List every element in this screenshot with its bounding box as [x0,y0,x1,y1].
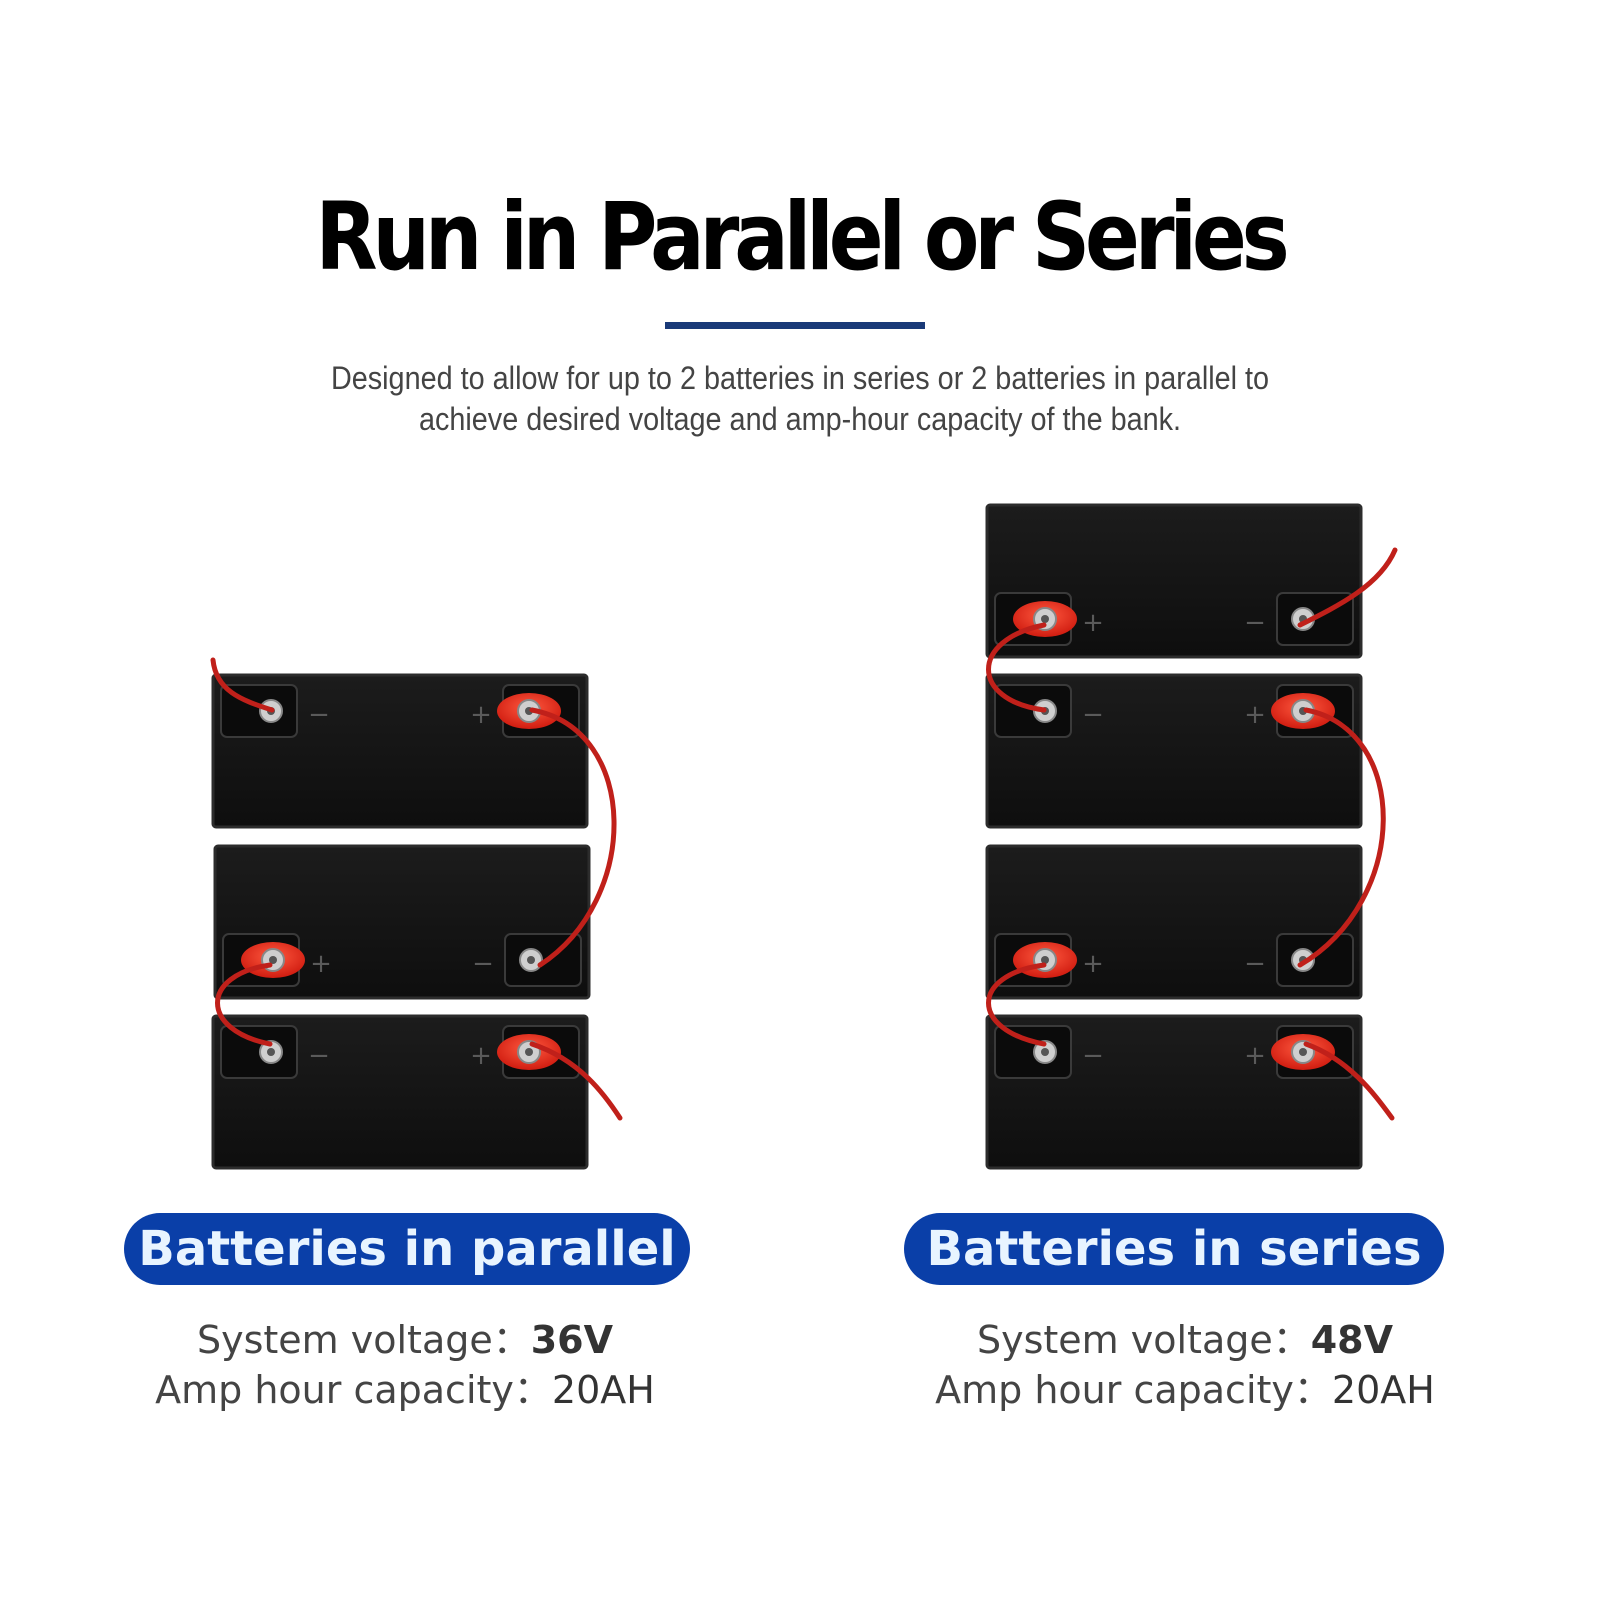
terminal-bolt-center [1041,1048,1049,1056]
terminal-bolt-center [527,956,535,964]
terminal-bolt-center [525,1048,533,1056]
minus-marker: − [1082,700,1104,730]
series-wire-left-loop-1 [986,622,1047,713]
minus-marker: − [1244,949,1266,979]
series-label-pill: Batteries in series [904,1213,1444,1285]
series-wire-lead [1297,547,1398,628]
series-capacity-value: 20AH [1331,1368,1435,1412]
terminal-bolt-center [269,956,277,964]
plus-marker: + [310,949,332,979]
parallel-capacity-row: Amp hour capacity：20AH [100,1365,710,1415]
series-voltage-value: 48V [1310,1318,1394,1362]
parallel-wire-right-loop [529,707,617,968]
battery-group: −++−−++−−++−−+ [211,503,1363,1170]
terminal-bolt-center [1299,1048,1307,1056]
battery-case [985,673,1363,829]
minus-marker: − [1082,1041,1104,1071]
series-capacity-label: Amp hour capacity： [935,1368,1332,1412]
terminal-bolt-center [267,1048,275,1056]
parallel-voltage-row: System voltage：36V [100,1315,710,1365]
wire-group [210,547,1398,1121]
battery-case [985,503,1363,659]
plus-marker: + [470,700,492,730]
battery-case [985,1014,1363,1170]
series-voltage-label: System voltage： [976,1318,1311,1362]
parallel-battery-3: −+ [211,1014,589,1170]
battery-case [213,844,591,1000]
plus-marker: + [1244,1041,1266,1071]
parallel-voltage-label: System voltage： [196,1318,531,1362]
page-subtitle: Designed to allow for up to 2 batteries … [260,358,1340,440]
battery-case [211,673,589,829]
parallel-battery-2: +− [213,844,591,1000]
parallel-battery-1: −+ [211,673,589,829]
plus-marker: + [1082,949,1104,979]
battery-case [985,844,1363,1000]
series-voltage-row: System voltage：48V [880,1315,1490,1365]
minus-marker: − [472,949,494,979]
parallel-wire-tail [529,1041,623,1121]
plus-marker: + [1244,700,1266,730]
series-battery-3: +− [985,844,1363,1000]
parallel-capacity-value: 20AH [551,1368,655,1412]
subtitle-line-2: achieve desired voltage and amp-hour cap… [418,401,1182,437]
series-specs: System voltage：48V Amp hour capacity：20A… [880,1315,1490,1415]
parallel-wire-left-loop [215,962,273,1047]
parallel-capacity-label: Amp hour capacity： [155,1368,552,1412]
page-title: Run in Parallel or Series [315,183,1289,292]
parallel-specs: System voltage：36V Amp hour capacity：20A… [100,1315,710,1415]
series-battery-1: +− [985,503,1363,659]
terminal-bolt-center [1041,615,1049,623]
series-wire-left-loop-2 [986,962,1047,1047]
parallel-label-pill: Batteries in parallel [124,1213,690,1285]
series-wire-tail [1303,1041,1395,1121]
series-wire-right-loop [1297,707,1386,968]
series-capacity-row: Amp hour capacity：20AH [880,1365,1490,1415]
terminal-bolt-center [1041,956,1049,964]
plus-marker: + [470,1041,492,1071]
battery-case [211,1014,589,1170]
series-battery-2: −+ [985,673,1363,829]
parallel-wire-lead [210,657,275,713]
plus-marker: + [1082,608,1104,638]
minus-marker: − [308,700,330,730]
minus-marker: − [1244,608,1266,638]
title-divider [665,322,925,329]
minus-marker: − [308,1041,330,1071]
parallel-voltage-value: 36V [530,1318,614,1362]
series-battery-4: −+ [985,1014,1363,1170]
subtitle-line-1: Designed to allow for up to 2 batteries … [330,360,1270,396]
